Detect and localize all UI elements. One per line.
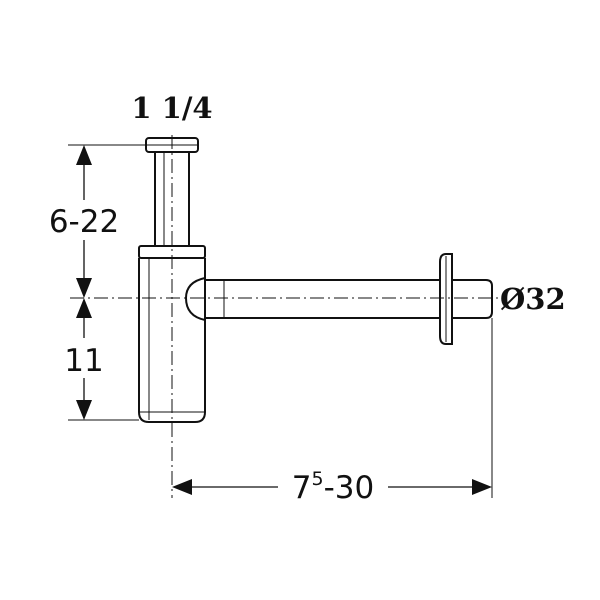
pipe-end-outline (452, 279, 493, 319)
outlet-pipe (184, 277, 440, 321)
dimension-lower-height: 11 (56, 298, 112, 420)
dim-length-arrow-right (472, 479, 492, 495)
pipe-end (452, 279, 493, 319)
body-collar (138, 245, 206, 259)
wall-flange (439, 253, 453, 345)
body-outline (138, 258, 206, 423)
dim-upper-arrow-bottom (76, 278, 92, 298)
dimension-upper-height: 6-22 (44, 145, 124, 298)
vertical-extension-lines (68, 144, 146, 421)
thread-size-label: 1 1/4 (131, 91, 212, 125)
dim-lower-arrow-bottom (76, 400, 92, 420)
dim-length-arrow-left (172, 479, 192, 495)
flange-outline (439, 253, 453, 345)
inlet-tube (154, 152, 190, 246)
pipe-joint-curve (184, 277, 206, 321)
dim-length-superscript: 5 (312, 468, 324, 490)
dim-upper-label-bg (44, 200, 124, 240)
dim-lower-label-bg (56, 338, 112, 378)
centerlines (70, 135, 500, 498)
pipe-diameter-label: Ø32 (500, 282, 566, 316)
dim-length-label: 75-30 (292, 468, 374, 506)
dim-lower-arrow-top (76, 298, 92, 318)
dim-upper-arrow-top (76, 145, 92, 165)
dim-length-base: 7 (292, 470, 312, 506)
dimension-length: 75-30 (172, 318, 493, 506)
dim-lower-label: 11 (64, 343, 103, 379)
trap-body (138, 245, 206, 423)
dim-length-rest: -30 (324, 470, 375, 506)
dim-upper-label: 6-22 (49, 204, 119, 240)
